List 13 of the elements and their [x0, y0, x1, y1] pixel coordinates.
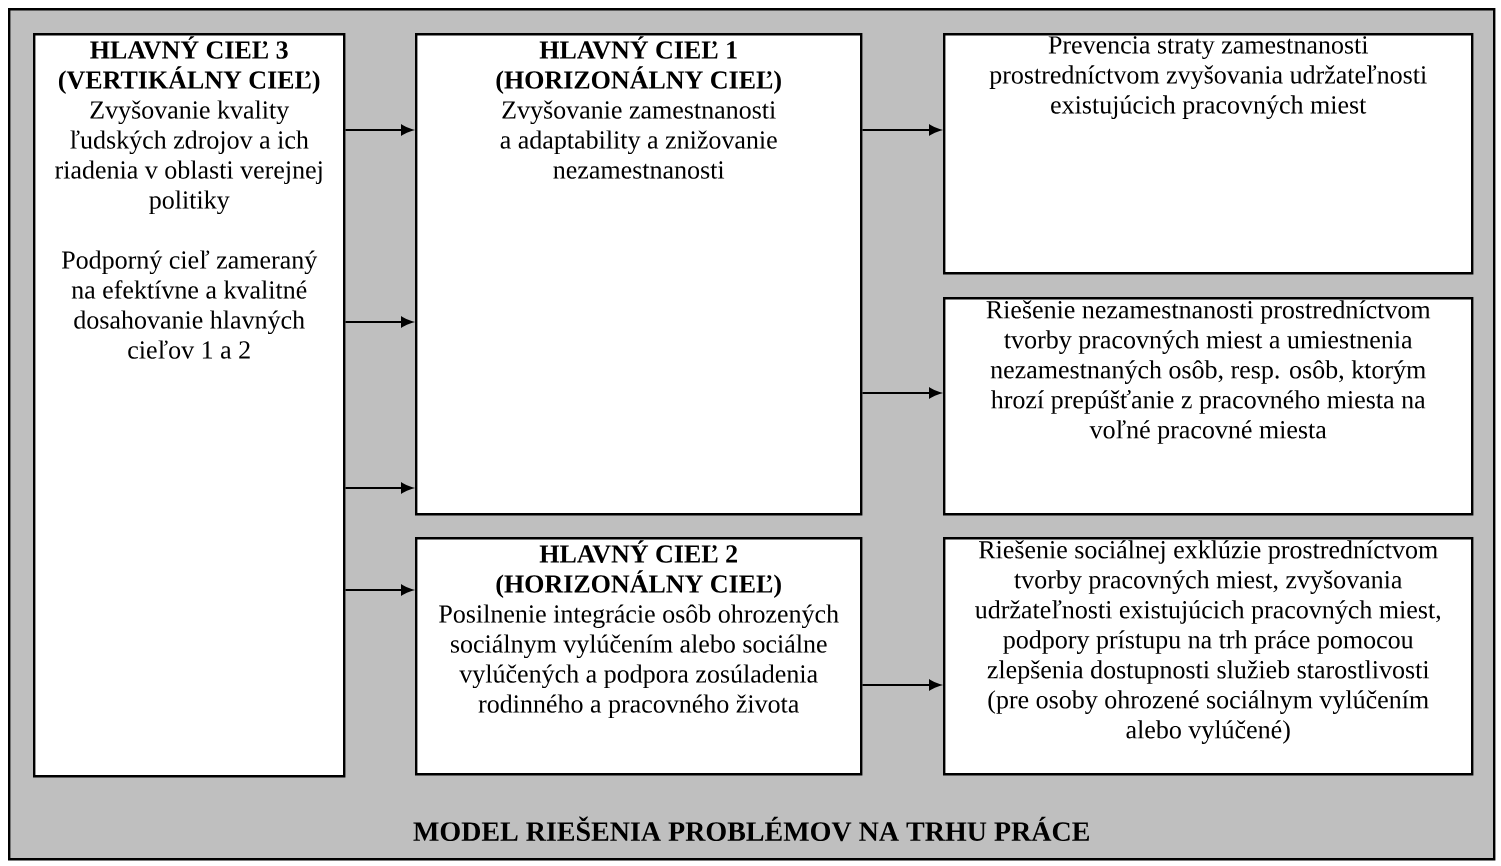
goal-box: HLAVNÝ CIEĽ 3 (VERTIKÁLNY CIEĽ) Zvyšovanie kvality ľudských zdrojov a ich riadenia v oblasti verejnej politiky Podporný cieľ zameraný na efektívne a kvalitné dosahovanie hlavných cieľov 1 a 2: [33, 33, 346, 778]
arrow: [344, 482, 413, 494]
arrow: [344, 124, 413, 136]
arrow: [861, 387, 941, 399]
outcome-box: Prevencia straty zamestnanosti prostredníctvom zvyšovania udržateľnosti existujúcich pracovných miest: [943, 33, 1474, 275]
arrow: [344, 316, 413, 328]
arrow: [861, 124, 941, 136]
goal-box: HLAVNÝ CIEĽ 2 (HORIZONÁLNY CIEĽ) Posilnenie integrácie osôb ohrozených sociálnym vylúčením alebo sociálne vylúčených a podpora zosúladenia rodinného a pracovného života: [415, 537, 863, 776]
arrow: [344, 584, 413, 596]
outcome-box: Riešenie nezamestnanosti prostredníctvom tvorby pracovných miest a umiestnenia nezamestnaných osôb, resp. osôb, ktorým hrozí prepúšťanie z pracovného miesta na voľné pracovné miesta: [943, 297, 1474, 516]
goal-box: HLAVNÝ CIEĽ 1 (HORIZONÁLNY CIEĽ) Zvyšovanie zamestnanosti a adaptability a znižovanie nezamestnanosti: [415, 33, 863, 516]
arrow: [861, 679, 941, 691]
outcome-box: Riešenie sociálnej exklúzie prostredníctvom tvorby pracovných miest, zvyšovania udržateľnosti existujúcich pracovných miest, podpory prístupu na trh práce pomocou zlepšenia dostupnosti služieb starostlivosti (pre osoby ohrozené sociálnym vylúčením alebo vylúčené): [943, 537, 1474, 776]
